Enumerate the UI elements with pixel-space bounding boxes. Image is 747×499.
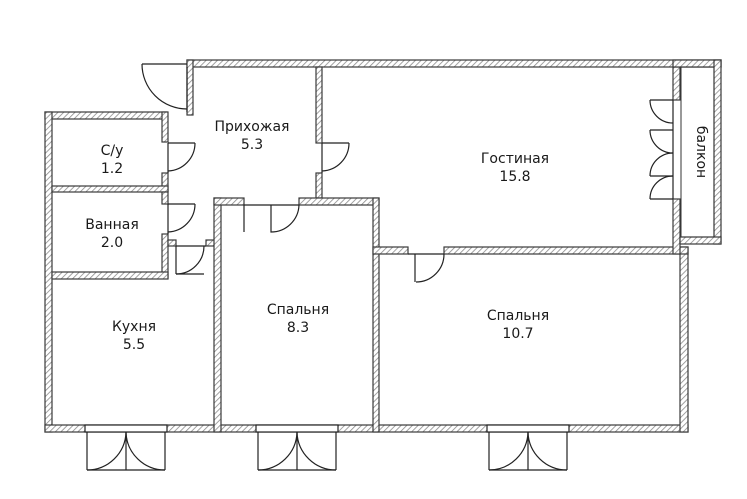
living-area: 15.8 [499,169,530,185]
window-kitchen [84,424,168,433]
living-name: Гостиная [481,151,549,167]
toilet-area: 1.2 [101,161,123,177]
wall-bedrooms [372,197,380,433]
wall-toilet-hall [161,111,169,143]
wall-bedroom-small-top-b [298,197,380,206]
bedroom-small-door [243,204,300,233]
wall-toilet-bath [51,185,169,193]
bedroom-small-area: 8.3 [287,320,309,336]
room-labels: С/у 1.2 Ванная 2.0 Прихожая 5.3 Гостиная… [85,119,709,353]
wall-living-bedroom-b [443,246,689,255]
window-bedroom-large [486,424,570,433]
wall-bedroom-small-top [213,197,245,206]
wall-balcony-bottom [679,236,722,245]
bedroom-small-name: Спальня [267,302,329,318]
wall-hallway-living-lower [315,172,323,199]
wall-living-right-b [672,198,681,255]
living-door [321,142,350,173]
wall-hallway-living [315,66,323,144]
bedroom-large-window-casements [488,431,568,471]
wall-balcony-right [713,59,722,245]
wall-living-right-a [672,66,681,101]
hallway-name: Прихожая [215,119,290,135]
wall-top-left [44,111,168,120]
wall-left [44,111,53,433]
bathroom-area: 2.0 [101,235,123,251]
kitchen-window-casements [86,431,166,471]
bedroom-small-window-casements [257,431,337,471]
hallway-area: 5.3 [241,137,263,153]
bedroom-large-name: Спальня [487,308,549,324]
kitchen-door [175,245,206,275]
wall-bath-hall [161,191,169,205]
wall-bath-hall-lower [161,233,169,279]
kitchen-name: Кухня [112,319,156,335]
window-balcony-side [680,66,715,238]
walls [44,59,722,433]
bedroom-large-door [408,253,445,283]
toilet-door [167,142,196,173]
entrance-door [141,63,188,112]
toilet-name: С/у [101,143,124,159]
balcony-door [649,99,674,200]
wall-hall-kitchen-a [167,239,177,247]
wall-hallway-left [186,59,194,116]
wall-top-right [186,59,722,68]
kitchen-area: 5.5 [123,337,145,353]
bathroom-door [167,203,196,234]
window-bedroom-small [255,424,339,433]
doors [86,63,674,471]
wall-living-bedroom-a [372,246,409,255]
bedroom-large-area: 10.7 [502,326,533,342]
wall-kitchen-bedroom [213,197,222,433]
balcony-name: балкон [693,126,709,178]
wall-right [679,246,689,433]
bathroom-name: Ванная [85,217,139,233]
wall-bath-kitchen [51,271,169,280]
